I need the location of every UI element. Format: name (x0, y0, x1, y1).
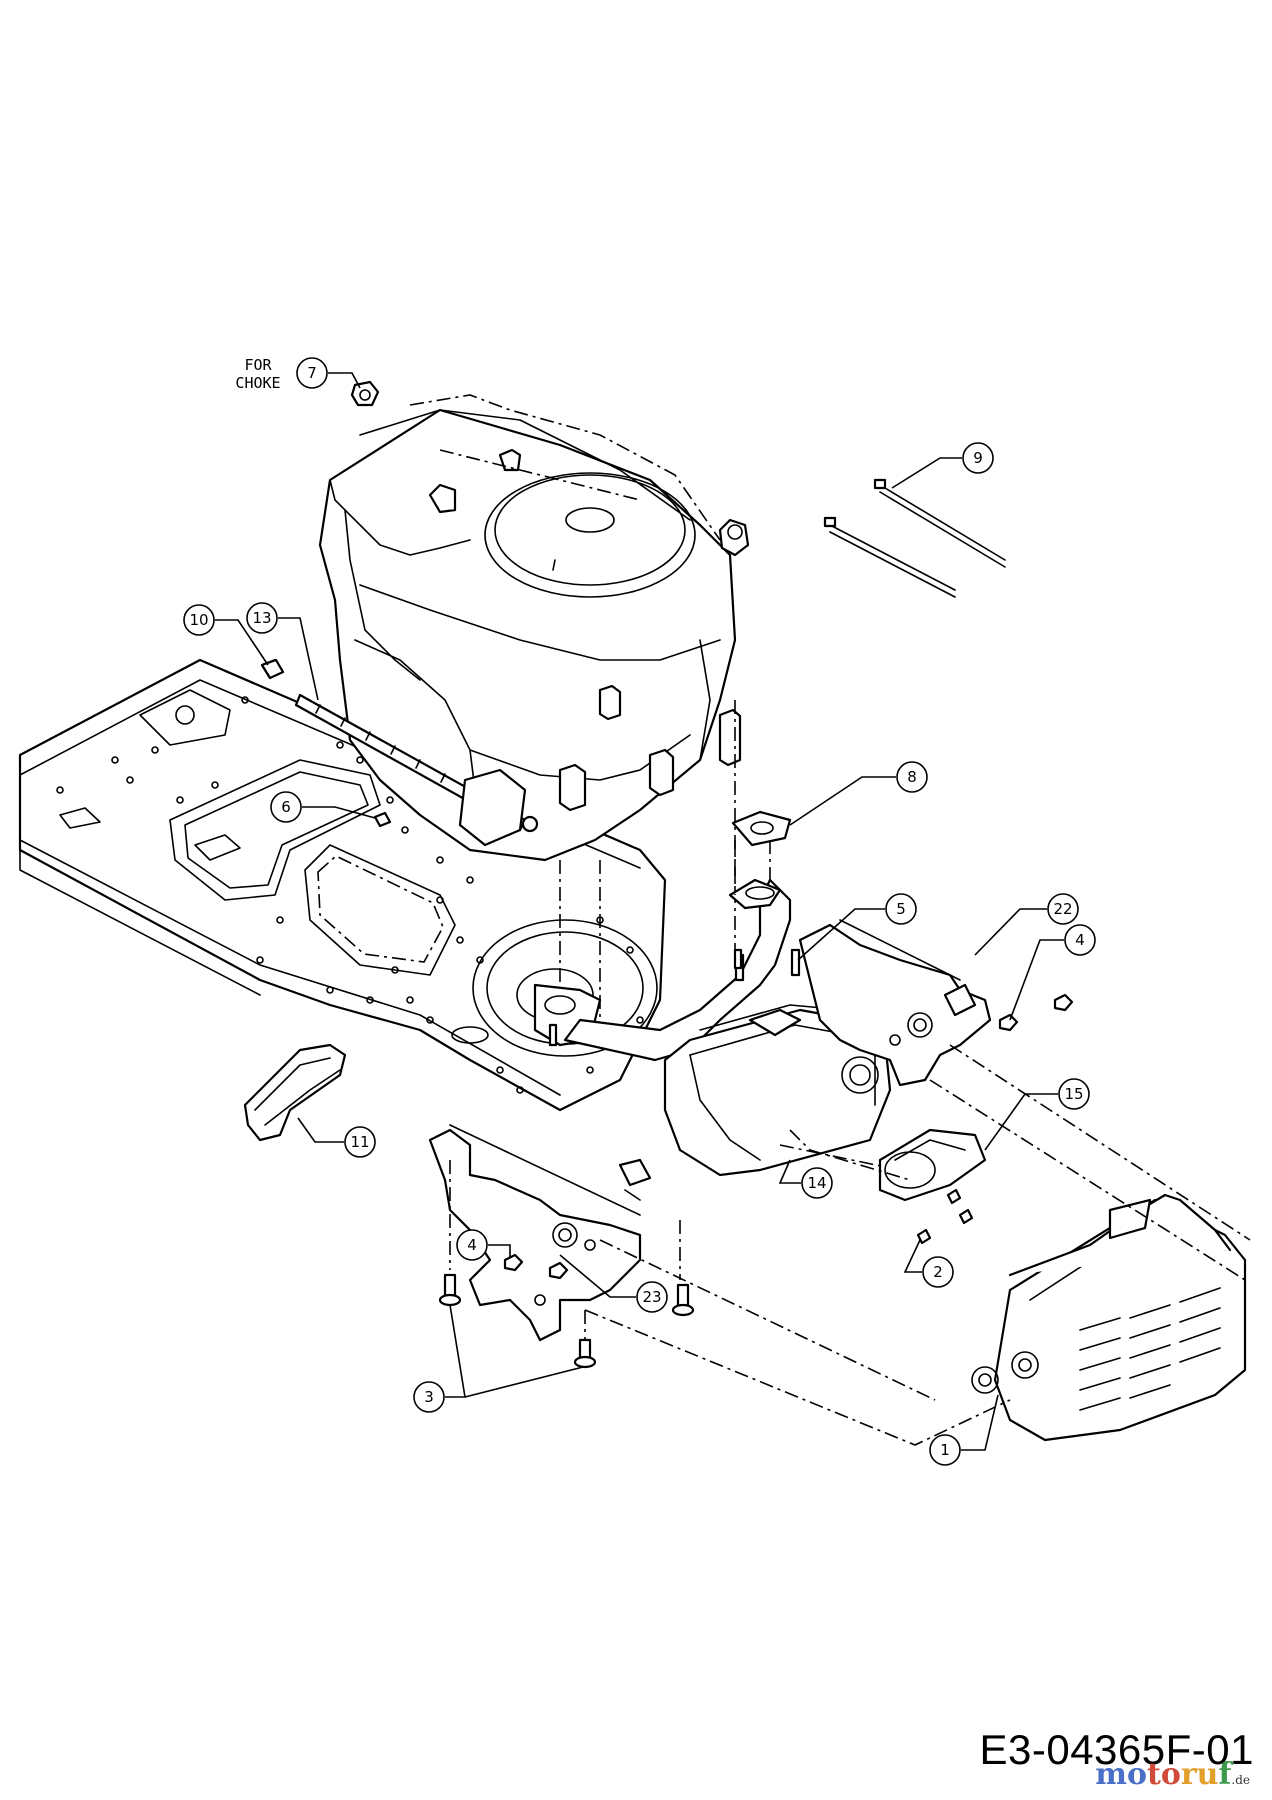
assembly-lines (449, 1044, 1251, 1446)
callout-10 (183, 604, 215, 636)
watermark-part-4: f (1218, 1757, 1232, 1792)
callout-7-label: 7 (307, 364, 317, 382)
callout-15-label: 15 (1064, 1085, 1083, 1103)
watermark-logo: motoruf.de (1095, 1757, 1250, 1792)
choke-note-line1: FOR (244, 356, 272, 374)
fasteners (260, 380, 1074, 1369)
watermark-part-1: mo (1095, 1757, 1147, 1792)
callout-11-label: 11 (350, 1133, 369, 1151)
callout-22 (1047, 893, 1079, 925)
cable-ties (823, 478, 1006, 598)
exhaust-gasket (731, 810, 792, 847)
callout-10-label: 10 (189, 611, 208, 629)
callout-3-label: 3 (424, 1388, 434, 1406)
watermark-part-2: to (1146, 1757, 1181, 1792)
callout-4-left-label: 4 (467, 1236, 477, 1254)
left-mount-bracket (428, 1124, 652, 1342)
callout-23 (636, 1281, 668, 1313)
drawing-code: E3-04365F-01 (979, 1726, 1254, 1773)
muffler-cover (971, 1193, 1247, 1442)
right-mount-bracket (798, 919, 992, 1087)
callout-2 (922, 1256, 954, 1288)
callout-5-label: 5 (896, 900, 906, 918)
callout-23-label: 23 (642, 1288, 661, 1306)
choke-rod (260, 658, 539, 847)
tractor-frame (18, 658, 667, 1112)
callout-14 (801, 1167, 833, 1199)
callout-7 (296, 357, 328, 389)
engine (318, 394, 750, 1040)
callout-8-label: 8 (907, 768, 917, 786)
callout-4-left (456, 1229, 488, 1261)
choke-note-line2: CHOKE (235, 374, 280, 392)
callout-2-label: 2 (933, 1263, 943, 1281)
callouts: 7 FOR CHOKE 9 10 13 6 8 5 22 4 (183, 356, 1096, 1466)
guard-part (243, 1043, 347, 1142)
muffler (663, 1004, 901, 1177)
callout-4-right-label: 4 (1075, 931, 1085, 949)
callout-3 (413, 1381, 445, 1413)
callout-11 (344, 1126, 376, 1158)
callout-5 (885, 893, 917, 925)
callout-4-right (1064, 924, 1096, 956)
callout-22-label: 22 (1053, 900, 1072, 918)
callout-9 (962, 442, 994, 474)
exhaust-pipe (533, 840, 792, 1062)
callout-15 (1058, 1078, 1090, 1110)
callout-8 (896, 761, 928, 793)
callout-14-label: 14 (807, 1174, 826, 1192)
callout-9-label: 9 (973, 449, 983, 467)
callout-13-label: 13 (252, 609, 271, 627)
deflector (878, 1128, 987, 1202)
watermark-part-3: ru (1180, 1757, 1219, 1792)
callout-6 (270, 791, 302, 823)
callout-1-label: 1 (940, 1441, 950, 1459)
callout-6-label: 6 (281, 798, 291, 816)
callout-13 (246, 602, 278, 634)
callout-1 (929, 1434, 961, 1466)
watermark-tld: .de (1231, 1773, 1250, 1787)
